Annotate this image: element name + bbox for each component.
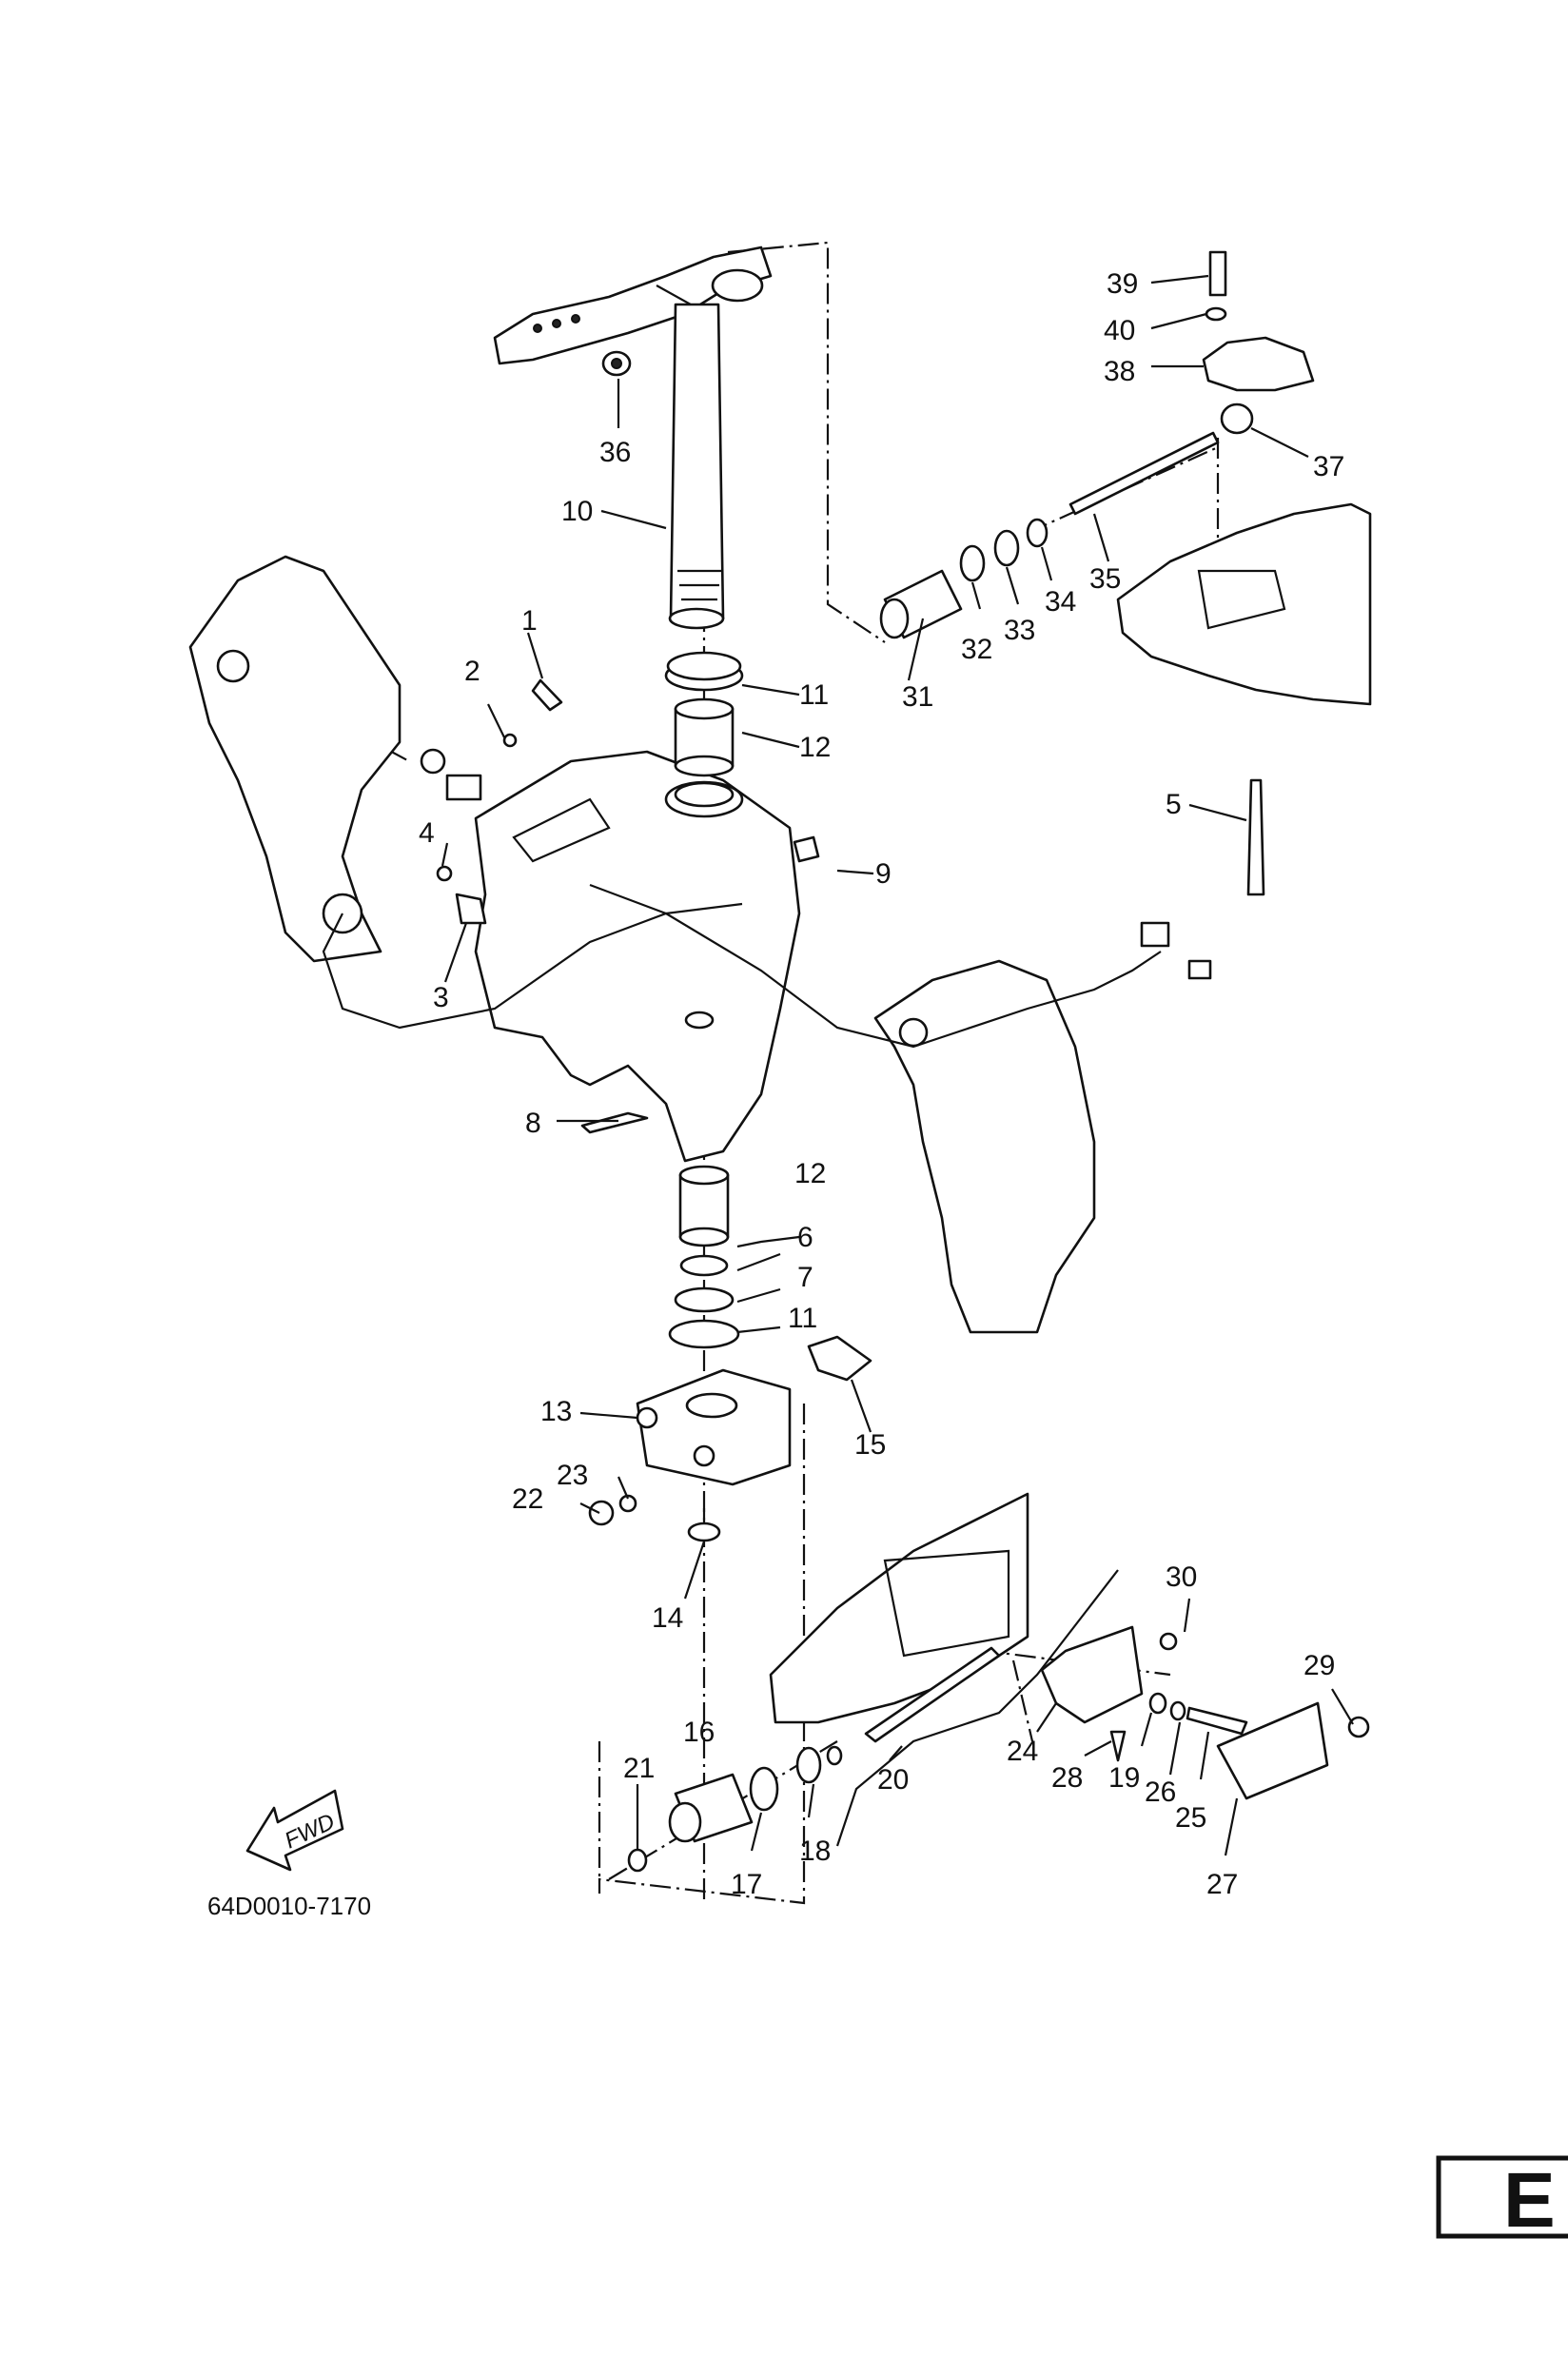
callout-13: 13 <box>540 1396 572 1427</box>
callout-18: 18 <box>799 1836 831 1867</box>
bushing-12-lower <box>668 1165 740 1349</box>
right-clamp-bracket <box>873 959 1096 1334</box>
callout-33: 33 <box>1004 615 1035 646</box>
callout-2: 2 <box>464 656 480 687</box>
left-clamp-bracket <box>188 555 402 963</box>
callout-28: 28 <box>1051 1762 1083 1794</box>
callout-19: 19 <box>1108 1762 1140 1794</box>
callout-12-top: 12 <box>799 732 831 763</box>
callout-31: 31 <box>902 681 933 713</box>
callout-11-top: 11 <box>799 679 829 711</box>
upper-right-casing <box>1116 502 1372 706</box>
callout-10: 10 <box>561 496 593 527</box>
callout-32: 32 <box>961 634 992 665</box>
callout-20: 20 <box>877 1764 909 1796</box>
callout-labels: 1 2 3 4 5 6 7 8 9 10 11 11 12 12 13 14 1… <box>419 268 1344 1900</box>
callout-30: 30 <box>1166 1561 1197 1593</box>
callout-14: 14 <box>652 1602 683 1634</box>
callout-24: 24 <box>1007 1736 1038 1767</box>
callout-37: 37 <box>1313 451 1344 482</box>
swivel-bracket <box>474 750 801 1163</box>
drawing-code: 64D0010-7170 <box>207 1892 371 1920</box>
callout-34: 34 <box>1045 586 1076 618</box>
callout-7: 7 <box>797 1262 813 1293</box>
callout-39: 39 <box>1107 268 1138 300</box>
callout-27: 27 <box>1206 1869 1238 1900</box>
leader-lines <box>441 274 1354 1856</box>
callout-21: 21 <box>623 1753 655 1784</box>
callout-11-lower: 11 <box>788 1303 817 1334</box>
callout-35: 35 <box>1089 563 1121 595</box>
callout-17: 17 <box>731 1869 762 1900</box>
callout-26: 26 <box>1145 1777 1176 1808</box>
callout-15: 15 <box>854 1429 886 1461</box>
callout-22: 22 <box>512 1483 543 1515</box>
lower-casing <box>769 1492 1119 1847</box>
callout-4: 4 <box>419 817 435 849</box>
steering-arm <box>493 245 773 365</box>
callout-36: 36 <box>599 437 631 468</box>
washer-11-top <box>666 651 742 681</box>
mount-31-assembly <box>879 250 1315 639</box>
mount-16 <box>668 1773 754 1843</box>
steering-shaft <box>668 303 725 630</box>
callout-5: 5 <box>1166 789 1182 820</box>
section-letter: E <box>1503 2157 1556 2244</box>
plate-15 <box>807 1335 872 1382</box>
callout-3: 3 <box>433 982 449 1013</box>
fwd-arrow-icon: FWD <box>245 1789 344 1872</box>
callout-12-lower: 12 <box>794 1158 826 1189</box>
fasteners <box>420 678 1370 1873</box>
callout-8: 8 <box>525 1108 541 1139</box>
callout-6: 6 <box>797 1222 813 1253</box>
nut-36 <box>601 350 632 377</box>
callout-38: 38 <box>1104 356 1135 387</box>
callout-40: 40 <box>1104 315 1135 346</box>
wire-harness <box>322 912 1212 1049</box>
callout-29: 29 <box>1303 1650 1335 1681</box>
callout-1: 1 <box>521 605 538 637</box>
callout-16: 16 <box>683 1717 715 1748</box>
callout-25: 25 <box>1175 1802 1206 1834</box>
callout-9: 9 <box>875 858 892 890</box>
section-tab: E <box>1436 2155 1568 2244</box>
steering-housing-13 <box>636 1368 792 1542</box>
callout-23: 23 <box>557 1460 588 1491</box>
